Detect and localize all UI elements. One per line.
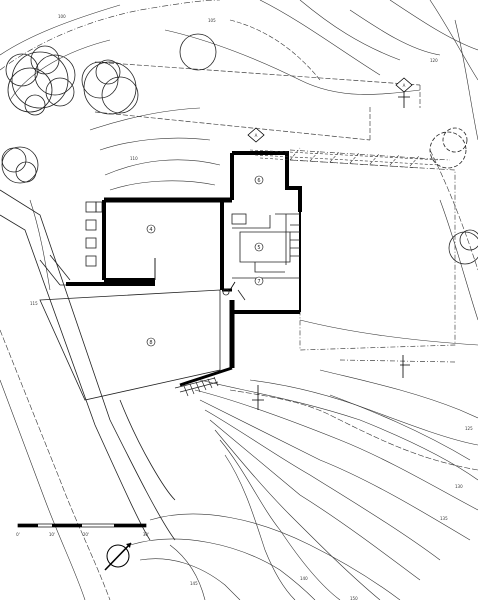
terrace-slats: [249, 147, 441, 169]
trees: [1, 33, 478, 265]
tree-right-upper: [429, 127, 468, 169]
room-number: 5: [257, 245, 260, 251]
section-marker-label: A: [403, 83, 406, 88]
tree-cluster-top-left: [5, 45, 76, 116]
contour-label: 120: [430, 58, 438, 63]
section-marker-top: A: [247, 127, 265, 143]
driveway: [0, 189, 176, 541]
entry-steps: [85, 201, 103, 267]
entry-stair: [174, 376, 219, 397]
room-tag-5: 5: [254, 242, 264, 252]
scale-tick-label: 10': [49, 532, 55, 537]
contour-label: 130: [455, 484, 463, 489]
room-labels: 6 4 5 7 8: [146, 175, 264, 347]
walkway-strip: [94, 61, 421, 141]
section-marker-label: A: [255, 133, 258, 138]
contour-label: 145: [190, 581, 198, 586]
interior-details: [154, 213, 300, 301]
room-number: 8: [149, 340, 152, 346]
section-marker-right: A: [395, 77, 413, 93]
contour-labels: 100 105 110 115 120 125 130 135 140 145 …: [30, 14, 473, 600]
elevation-markers: [229, 91, 410, 410]
north-arrow-icon: [104, 542, 132, 571]
contour-label: 105: [208, 18, 216, 23]
room-tag-8: 8: [146, 337, 156, 347]
contour-label: 115: [30, 301, 38, 306]
room-tag-7: 7: [254, 276, 264, 286]
contour-label: 125: [465, 426, 473, 431]
tree-top-center: [179, 33, 217, 71]
terrace-outline: [289, 149, 456, 363]
tree-left-mid: [1, 146, 39, 184]
room-number: 7: [257, 279, 260, 285]
room-number: 6: [257, 178, 260, 184]
contour-label: 110: [130, 156, 138, 161]
scale-bar: 0' 10' 20' 30': [16, 523, 149, 537]
tree-cluster-center-top: [81, 59, 139, 115]
contour-label: 140: [300, 576, 308, 581]
contour-label: 150: [350, 596, 358, 600]
scale-tick-label: 0': [16, 532, 20, 537]
scale-tick-label: 30': [143, 532, 149, 537]
contour-label: 100: [58, 14, 66, 19]
building: [66, 151, 302, 387]
room-tag-4: 4: [146, 224, 156, 234]
scale-tick-label: 20': [83, 532, 89, 537]
site-walls: [39, 254, 221, 401]
contour-label: 135: [440, 516, 448, 521]
room-number: 4: [149, 227, 152, 233]
tree-right-mid: [448, 229, 478, 265]
room-tag-6: 6: [254, 175, 264, 185]
